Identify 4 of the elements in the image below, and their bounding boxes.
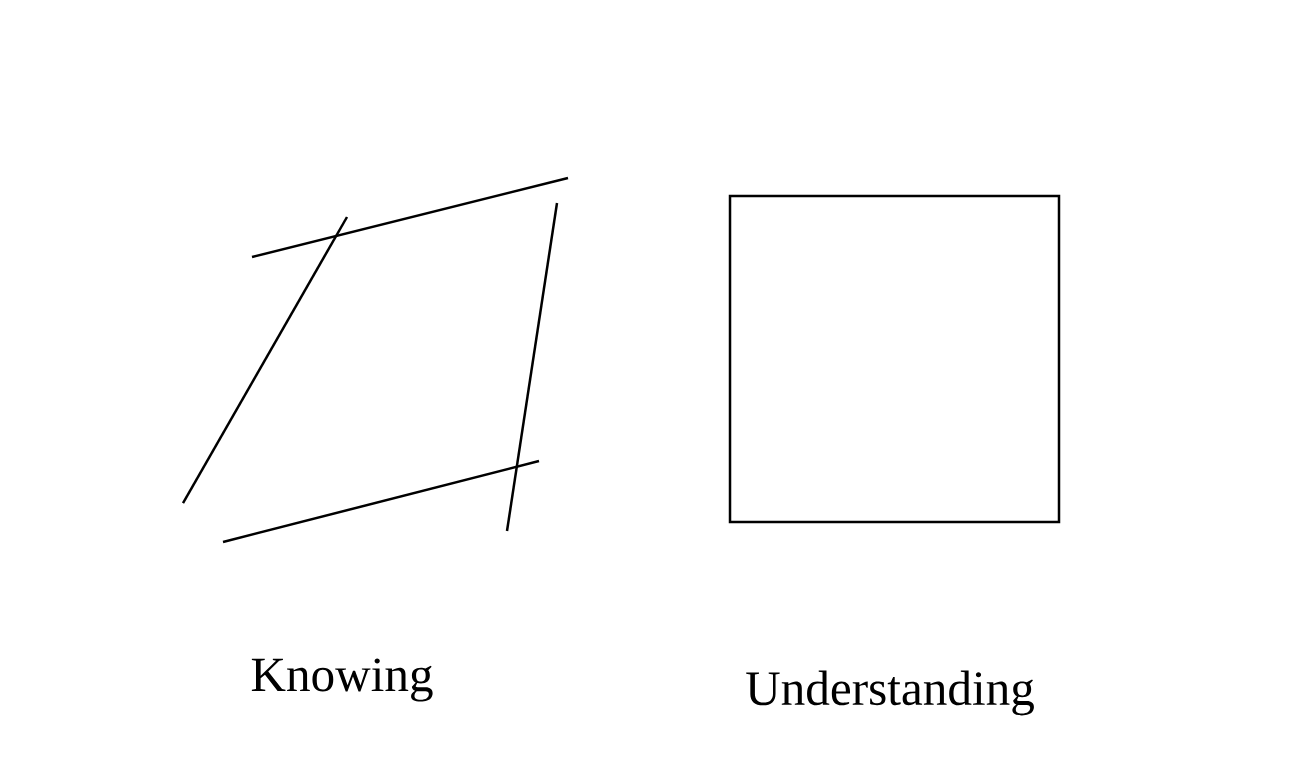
- square: [728, 194, 1061, 524]
- caption-text: Knowing: [251, 658, 433, 702]
- caption-text: Understanding: [746, 670, 1034, 716]
- broken-lines-drawing: [181, 176, 569, 544]
